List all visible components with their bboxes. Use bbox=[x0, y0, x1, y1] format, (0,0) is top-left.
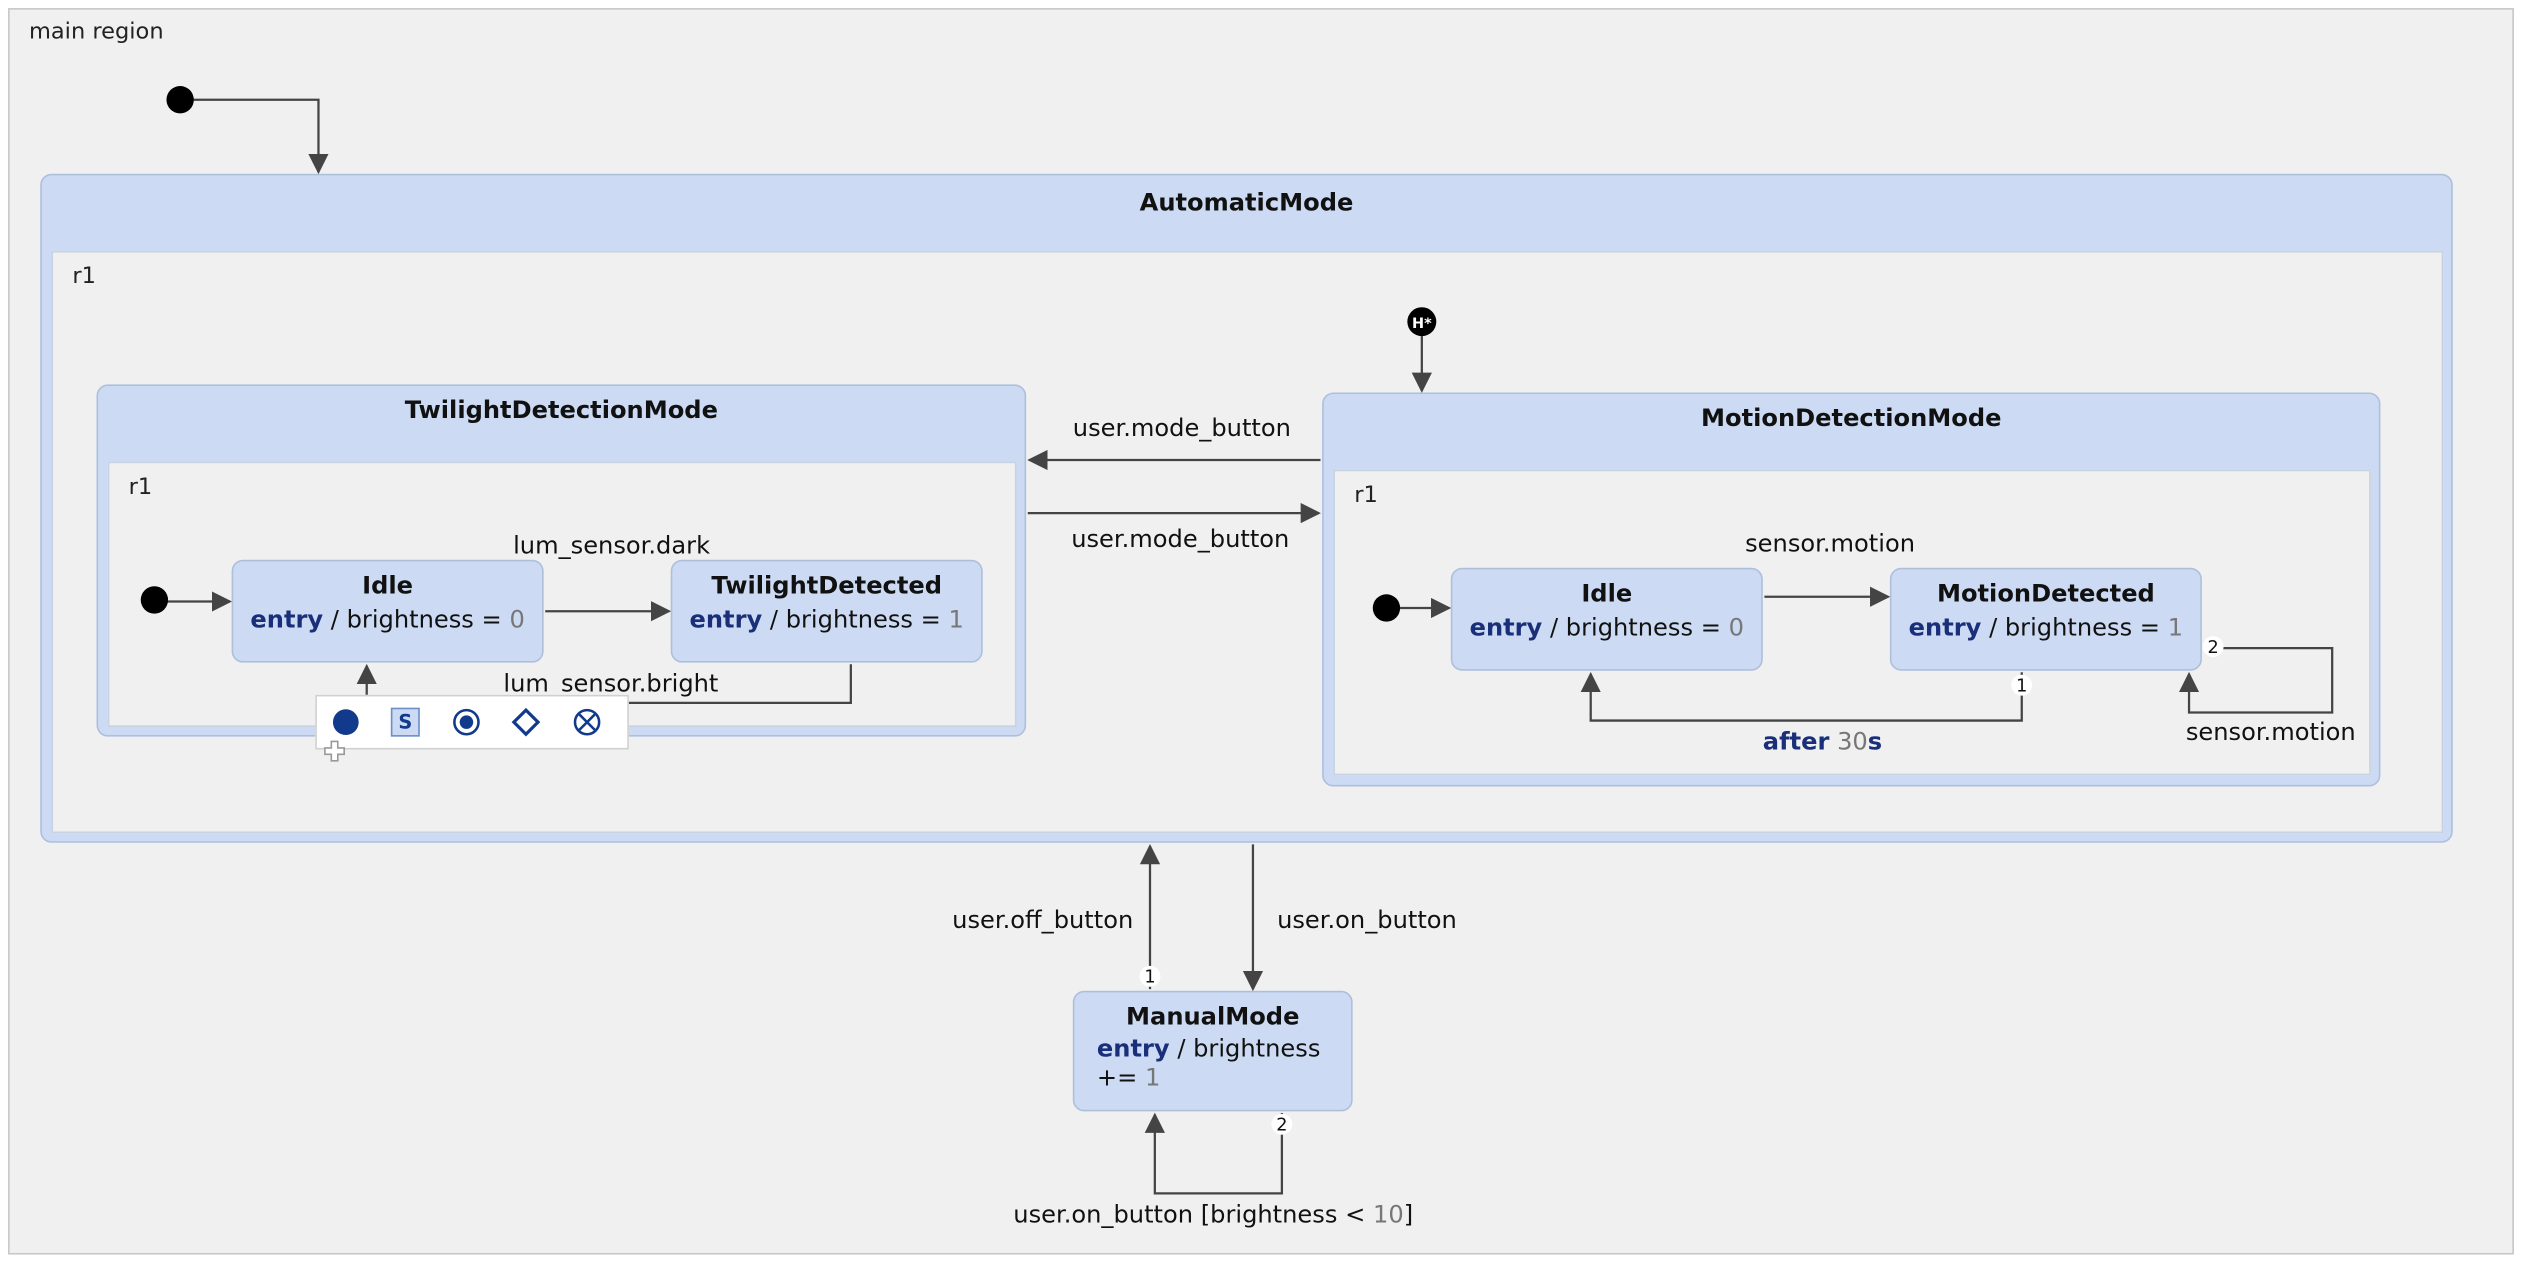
state-name: MotionDetected bbox=[1936, 579, 2155, 608]
label-lum-bright[interactable]: lum_sensor.bright bbox=[503, 669, 719, 699]
entry-keyword: entry bbox=[1908, 612, 1982, 642]
state-entry-action: entry / brightness = 0 bbox=[233, 605, 542, 634]
label-sensor-motion[interactable]: sensor.motion bbox=[1745, 529, 1916, 559]
label-lum-dark[interactable]: lum_sensor.dark bbox=[513, 530, 711, 560]
action-value: 0 bbox=[1728, 612, 1744, 642]
state-entry-action: entry / brightness = 1 bbox=[672, 605, 981, 634]
add-handle-icon[interactable] bbox=[323, 740, 346, 763]
priority-marker: 1 bbox=[2016, 677, 2027, 697]
priority-marker: 1 bbox=[1144, 968, 1155, 988]
entry-keyword: entry bbox=[689, 604, 763, 634]
action-value: 1 bbox=[1145, 1063, 1161, 1093]
action-value: 1 bbox=[2167, 612, 2184, 642]
action-operator: / brightness bbox=[1177, 1034, 1321, 1064]
transition-after-timeout[interactable] bbox=[1580, 671, 2023, 722]
main-region-label: main region bbox=[28, 19, 164, 46]
label-manual-self[interactable]: user.on_button [brightness < 10] bbox=[1013, 1200, 1413, 1229]
action-operator: / brightness = bbox=[1989, 612, 2161, 642]
deep-history-state[interactable] bbox=[1407, 307, 1437, 337]
initial-state-icon[interactable] bbox=[331, 708, 360, 737]
label-off-button[interactable]: user.off_button bbox=[952, 905, 1134, 935]
entry-keyword: entry bbox=[1096, 1034, 1170, 1064]
after-unit: s bbox=[1867, 726, 1883, 756]
motion-mode-title: MotionDetectionMode bbox=[1701, 403, 2002, 433]
motion-region-label: r1 bbox=[1354, 482, 1378, 509]
action-operator: / brightness = bbox=[769, 604, 941, 634]
exit-point-icon[interactable] bbox=[573, 708, 602, 737]
choice-icon[interactable] bbox=[511, 707, 541, 737]
action-value: 1 bbox=[948, 604, 964, 634]
automatic-mode-title: AutomaticMode bbox=[1139, 188, 1354, 218]
twilight-region-label: r1 bbox=[128, 474, 153, 501]
guard-suffix: ] bbox=[1403, 1199, 1414, 1229]
guard-prefix: user.on_button [brightness < bbox=[1013, 1199, 1366, 1229]
transition-manual-self[interactable] bbox=[1144, 1112, 1284, 1195]
label-after-30s[interactable]: after 30s bbox=[1763, 727, 1882, 756]
twilight-mode-title: TwilightDetectionMode bbox=[404, 395, 718, 425]
transition-motion-self[interactable] bbox=[2178, 647, 2334, 714]
state-name: TwilightDetected bbox=[711, 570, 943, 600]
manual-mode-state[interactable]: ManualMode entry / brightness += 1 bbox=[1072, 990, 1353, 1112]
label-mode-button-left[interactable]: user.mode_button bbox=[1072, 413, 1291, 443]
motion-initial-state[interactable] bbox=[1372, 594, 1401, 622]
action-value: 0 bbox=[509, 604, 525, 634]
final-state-icon[interactable] bbox=[452, 708, 481, 737]
transition-main-initial[interactable] bbox=[180, 98, 329, 175]
priority-marker: 2 bbox=[1276, 1116, 1287, 1136]
label-sensor-motion-self[interactable]: sensor.motion bbox=[2185, 717, 2356, 747]
label-mode-button-right[interactable]: user.mode_button bbox=[1071, 524, 1290, 554]
automatic-region-label: r1 bbox=[72, 263, 96, 290]
state-entry-action: entry / brightness bbox=[1097, 1034, 1351, 1063]
state-entry-action: entry / brightness = 0 bbox=[1452, 613, 1761, 642]
after-value: 30 bbox=[1837, 726, 1868, 756]
priority-marker: 2 bbox=[2208, 638, 2219, 658]
twilight-idle-state[interactable]: Idle entry / brightness = 0 bbox=[231, 559, 544, 663]
state-entry-action: entry / brightness = 1 bbox=[1891, 613, 2200, 642]
motion-detected-state[interactable]: MotionDetected entry / brightness = 1 bbox=[1889, 567, 2202, 671]
state-name: Idle bbox=[1581, 579, 1633, 608]
twilight-initial-state[interactable] bbox=[140, 586, 169, 614]
motion-idle-state[interactable]: Idle entry / brightness = 0 bbox=[1450, 567, 1763, 671]
entry-keyword: entry bbox=[1469, 612, 1543, 642]
state-icon[interactable]: S bbox=[390, 707, 420, 737]
label-on-button[interactable]: user.on_button bbox=[1277, 905, 1457, 935]
twilight-detected-state[interactable]: TwilightDetected entry / brightness = 1 bbox=[670, 559, 983, 663]
after-keyword: after bbox=[1762, 726, 1830, 756]
history-label: H* bbox=[1412, 316, 1432, 332]
state-name: ManualMode bbox=[1126, 1002, 1300, 1031]
element-palette-toolbar: S bbox=[315, 694, 629, 750]
guard-value: 10 bbox=[1372, 1199, 1404, 1229]
action-operator: / brightness = bbox=[1549, 612, 1721, 642]
entry-keyword: entry bbox=[250, 604, 324, 634]
action-operator-2: += bbox=[1096, 1063, 1138, 1093]
state-name: Idle bbox=[362, 570, 414, 600]
action-operator: / brightness = bbox=[330, 604, 502, 634]
main-initial-state[interactable] bbox=[166, 86, 194, 114]
state-entry-action-cont: += 1 bbox=[1097, 1063, 1351, 1092]
